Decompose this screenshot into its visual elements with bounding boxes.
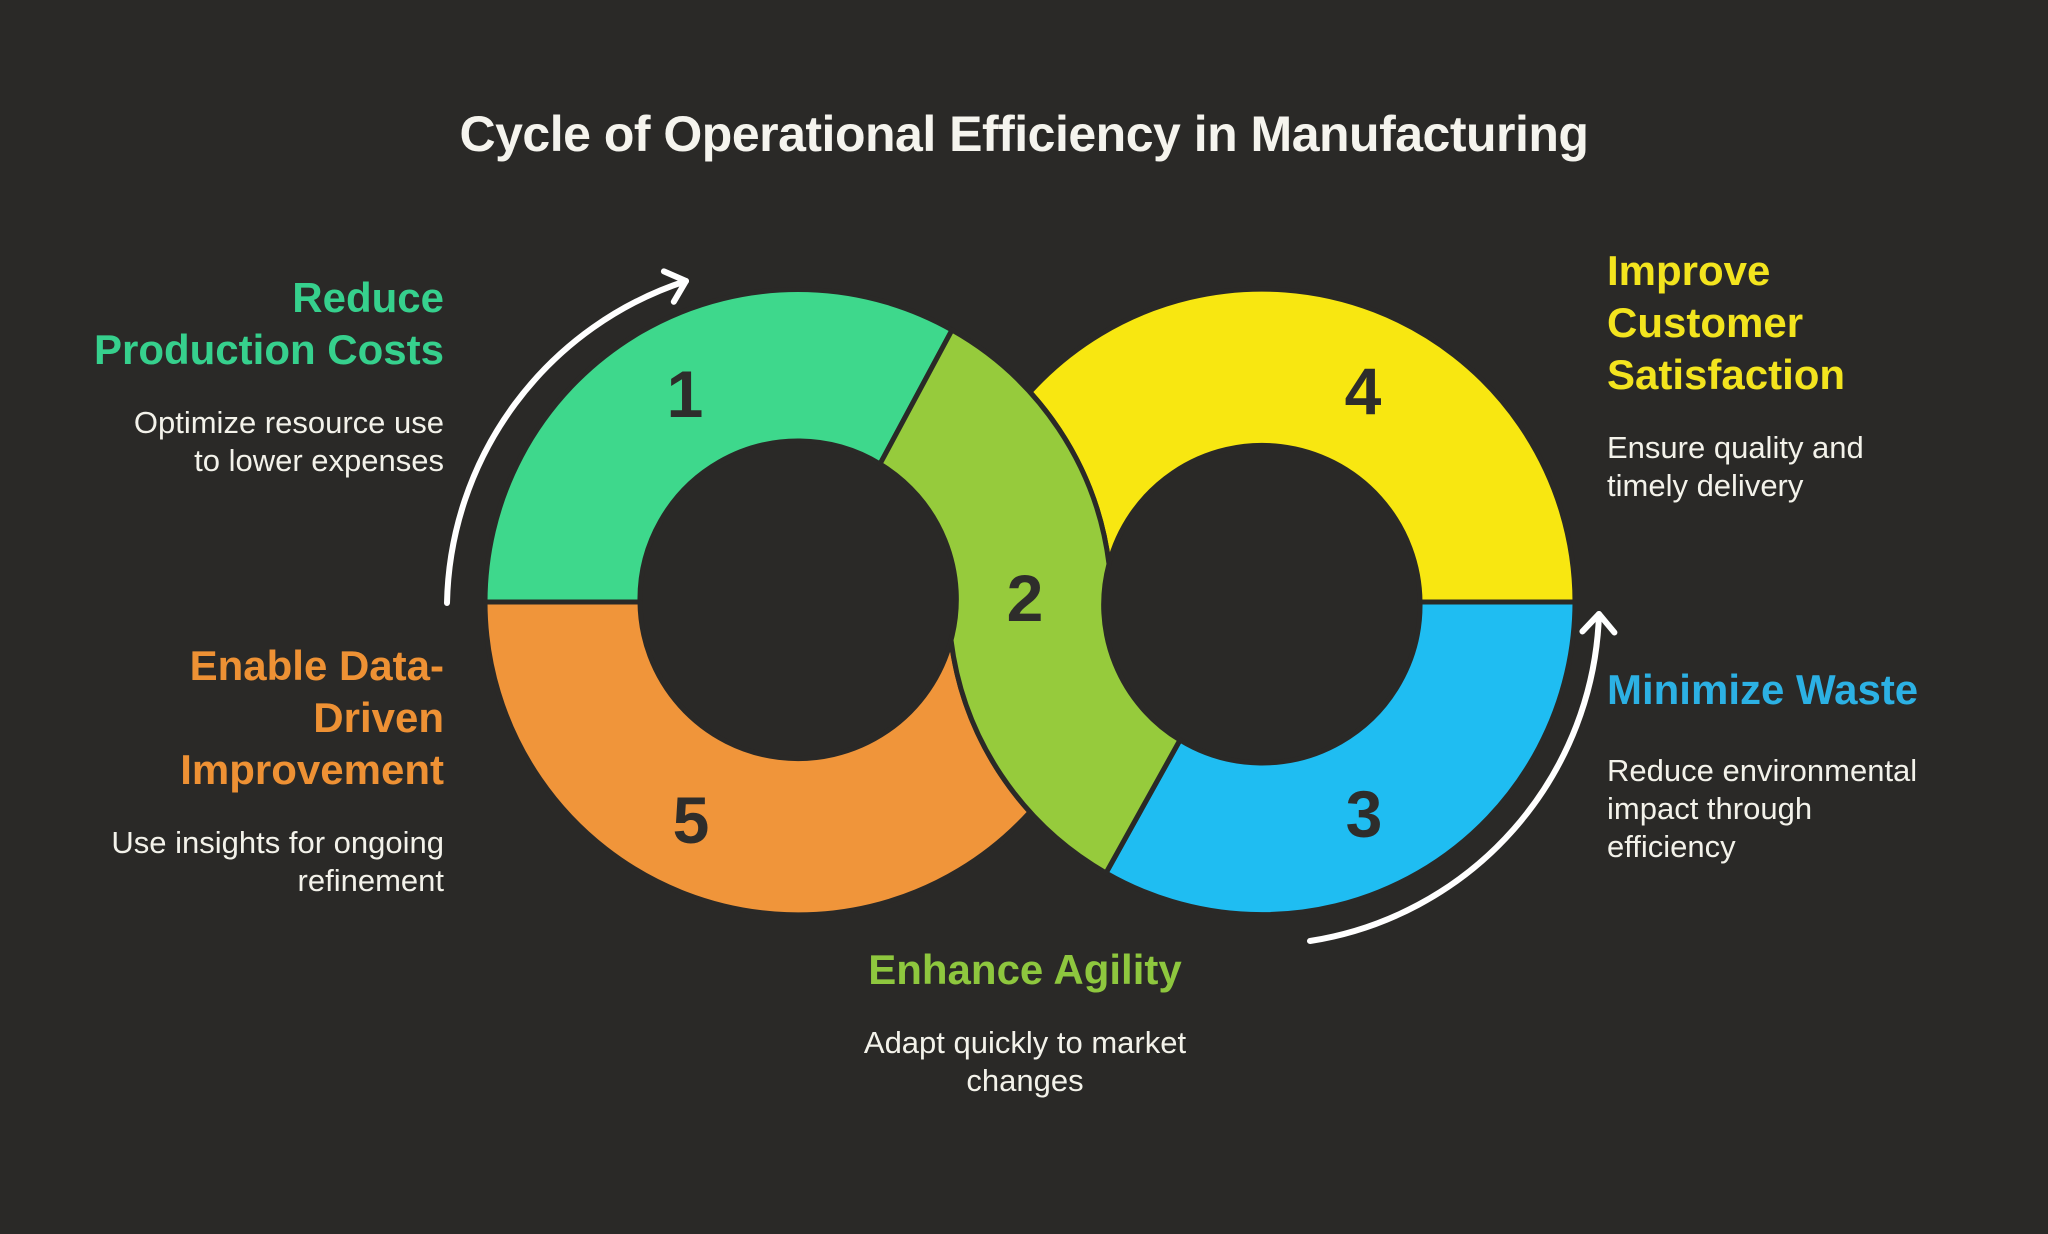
segment-1-shape <box>482 286 955 605</box>
step-4-description: Ensure quality and timely delivery <box>1607 430 1864 503</box>
right-flow-arrow-icon <box>1307 611 1618 944</box>
segment-3-number: 3 <box>1346 777 1383 851</box>
step-1-title: Reduce Production Costs <box>93 274 444 373</box>
step-4-title: Improve Customer Satisfaction <box>1607 247 1846 398</box>
left-flow-arrow-icon <box>444 268 689 606</box>
segment-1-number: 1 <box>667 357 704 431</box>
segment-2-number: 2 <box>1007 561 1044 635</box>
step-2-text-block: Enhance Agility Adapt quickly to market … <box>770 944 1280 1100</box>
step-3-title: Minimize Waste <box>1607 666 1919 713</box>
step-1-description: Optimize resource use to lower expenses <box>133 405 444 478</box>
step-5-title: Enable Data- Driven Improvement <box>180 642 444 793</box>
step-5-text-block: Enable Data- Driven Improvement Use insi… <box>56 640 444 900</box>
segment-5-shape <box>482 599 1033 918</box>
step-4-text-block: Improve Customer Satisfaction Ensure qua… <box>1607 245 2027 505</box>
step-1-text-block: Reduce Production Costs Optimize resourc… <box>56 272 444 480</box>
page-title: Cycle of Operational Efficiency in Manuf… <box>459 106 1589 162</box>
segment-2-shape <box>877 327 1183 876</box>
segment-4-number: 4 <box>1345 354 1382 428</box>
step-2-title: Enhance Agility <box>868 946 1182 993</box>
step-5-description: Use insights for ongoing refinement <box>111 825 444 898</box>
segment-5-number: 5 <box>673 783 710 857</box>
step-2-description: Adapt quickly to market changes <box>863 1025 1187 1098</box>
step-3-text-block: Minimize Waste Reduce environmental impa… <box>1607 664 2043 866</box>
segment-3-shape <box>1103 599 1578 918</box>
step-3-description: Reduce environmental impact through effi… <box>1607 753 1918 864</box>
segment-4-shape <box>1027 286 1578 605</box>
